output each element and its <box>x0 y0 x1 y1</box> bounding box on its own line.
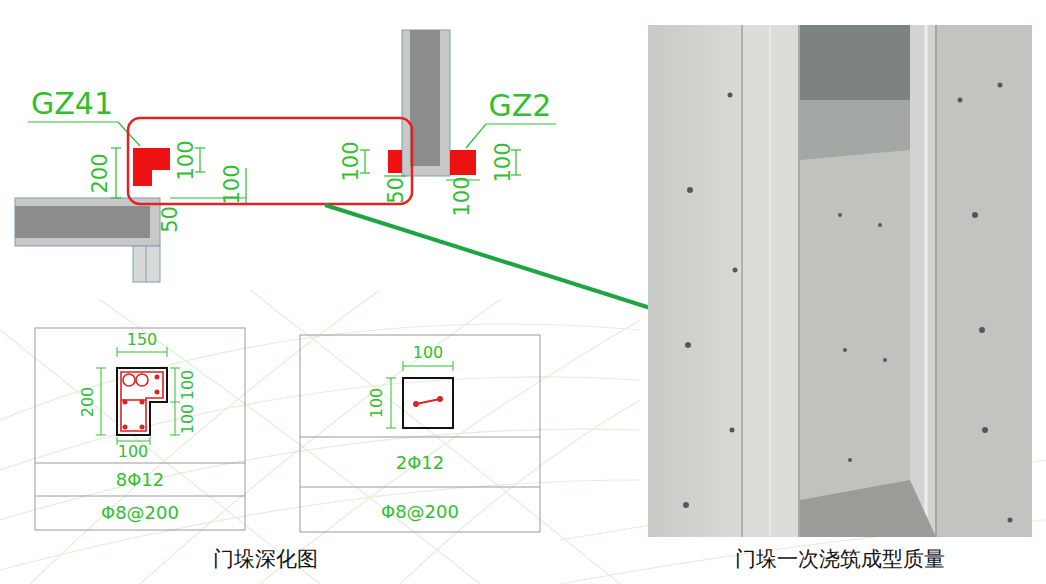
dimension-text: 100 <box>452 176 473 216</box>
dimension-text: 100 <box>369 388 385 419</box>
dimension-text: 100 <box>176 140 197 180</box>
reinforcement-text: 2Φ12 <box>396 454 445 472</box>
wall-plan <box>15 30 450 282</box>
section-table <box>300 335 540 532</box>
dimension-line <box>96 347 180 445</box>
section-outline <box>403 378 453 428</box>
section-outline <box>117 368 167 435</box>
dimension-text: 150 <box>127 332 158 348</box>
reinforcement-text: 8Φ12 <box>116 471 165 489</box>
dimension-text: 100 <box>118 444 149 460</box>
stirrup-text: Φ8@200 <box>381 503 459 521</box>
caption-text: 门垛一次浇筑成型质量 <box>735 549 945 570</box>
leader-line <box>28 122 556 148</box>
caption-text: 门垛深化图 <box>213 549 318 570</box>
stirrup-text: Φ8@200 <box>101 504 179 522</box>
column-tag: GZ2 <box>489 91 552 121</box>
section-table <box>35 328 245 530</box>
dimension-text: 100 <box>180 404 196 435</box>
dimension-text: 100 <box>222 164 243 204</box>
site-photo <box>648 25 1032 537</box>
dimension-text: 100 <box>180 370 196 401</box>
highlight-box <box>128 118 412 204</box>
dimension-text: 50 <box>159 206 180 233</box>
dimension-text: 100 <box>493 142 514 182</box>
dimension-line <box>386 361 453 428</box>
column-tag: GZ41 <box>31 89 113 119</box>
dimension-text: 200 <box>80 387 96 418</box>
dimension-text: 100 <box>341 141 362 181</box>
dimension-text: 50 <box>385 177 406 204</box>
dimension-text: 200 <box>90 153 111 193</box>
rebar-dot <box>123 375 160 430</box>
dimension-text: 100 <box>413 345 444 361</box>
rebar <box>413 396 443 407</box>
rebar <box>121 372 163 431</box>
